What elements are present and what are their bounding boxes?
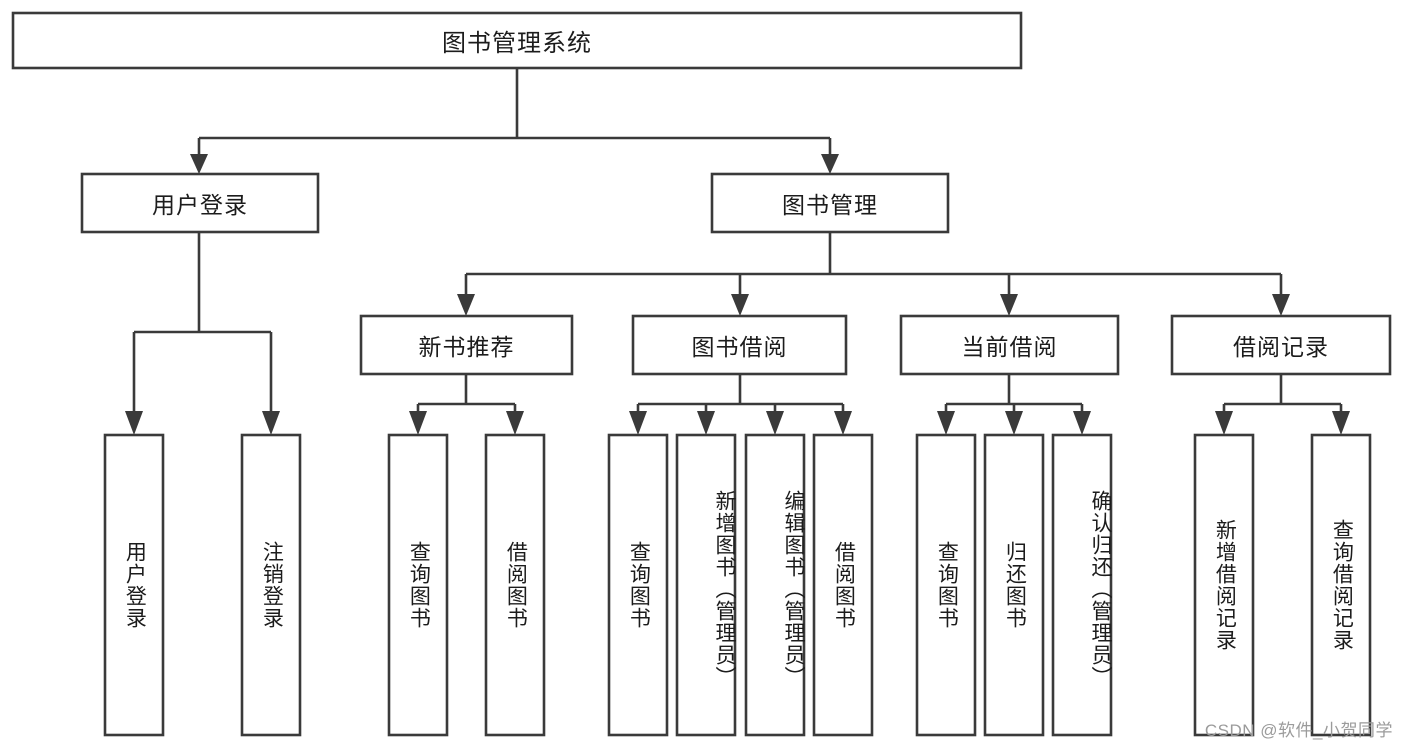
arrow-head-icon-ul-1	[125, 411, 143, 435]
arrow-head-icon-br-2	[1332, 411, 1350, 435]
arrow-head-icon-ul-2	[262, 411, 280, 435]
leaf-book-borrow-1[interactable]	[675, 433, 737, 737]
arrow-head-icon-cb-2	[1005, 411, 1023, 435]
arrow-head-icon-bb-4	[834, 411, 852, 435]
arrow-head-icon-bm-4	[1272, 294, 1290, 316]
arrow-head-icon-bb-1	[629, 411, 647, 435]
node-root-system[interactable]	[11, 11, 1023, 70]
arrow-head-icon-nbr-1	[409, 411, 427, 435]
arrow-head-icon-bookmgmt	[821, 154, 839, 174]
arrow-head-icon-br-1	[1215, 411, 1233, 435]
arrow-head-icon-userlogin	[190, 154, 208, 174]
leaf-book-borrow-2[interactable]	[744, 433, 806, 737]
arrow-head-icon-cb-1	[937, 411, 955, 435]
arrow-head-icon-bm-2	[731, 294, 749, 316]
arrow-head-icon-bm-3	[1000, 294, 1018, 316]
node-book-borrow[interactable]	[631, 314, 848, 376]
arrow-head-icon-bb-2	[697, 411, 715, 435]
leaf-current-borrow-0[interactable]	[915, 433, 977, 737]
arrow-head-icon-nbr-2	[506, 411, 524, 435]
arrow-head-icon-bb-3	[766, 411, 784, 435]
node-book-management[interactable]	[710, 172, 950, 234]
leaf-borrow-records-1[interactable]	[1310, 433, 1372, 737]
node-user-login[interactable]	[80, 172, 320, 234]
node-current-borrow[interactable]	[899, 314, 1120, 376]
leaf-user-login-1[interactable]	[240, 433, 302, 737]
leaf-new-book-recommend-0[interactable]	[387, 433, 449, 737]
leaf-book-borrow-0[interactable]	[607, 433, 669, 737]
arrow-head-icon-cb-3	[1073, 411, 1091, 435]
node-new-book-recommend[interactable]	[359, 314, 574, 376]
leaf-book-borrow-3[interactable]	[812, 433, 874, 737]
leaf-borrow-records-0[interactable]	[1193, 433, 1255, 737]
leaf-new-book-recommend-1[interactable]	[484, 433, 546, 737]
node-borrow-records[interactable]	[1170, 314, 1392, 376]
leaf-user-login-0[interactable]	[103, 433, 165, 737]
leaf-current-borrow-2[interactable]	[1051, 433, 1113, 737]
leaf-current-borrow-1[interactable]	[983, 433, 1045, 737]
arrow-head-icon-bm-1	[457, 294, 475, 316]
